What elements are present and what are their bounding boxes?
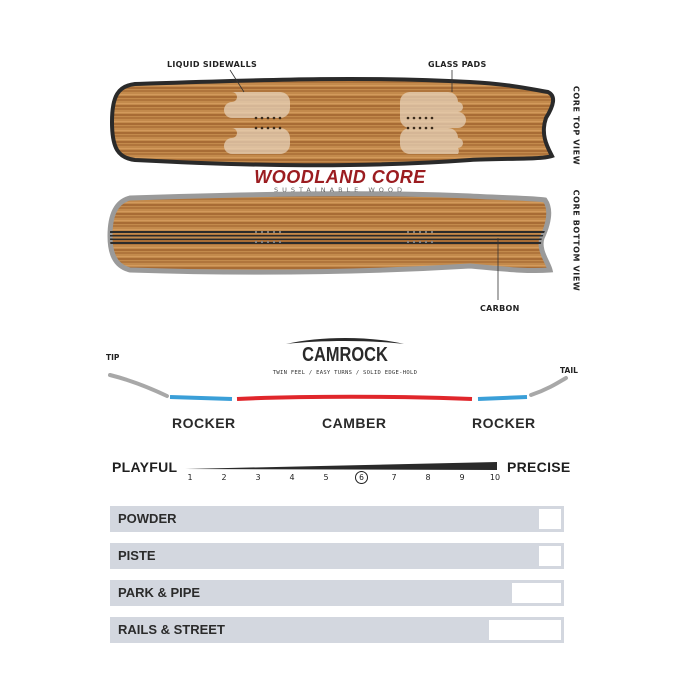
core-illustration xyxy=(107,69,555,300)
flex-tick: 1 xyxy=(187,473,193,482)
core-bottom-view xyxy=(107,191,554,300)
profile-camber xyxy=(236,394,473,401)
flex-tick: 4 xyxy=(289,473,295,482)
tip-label: TIP xyxy=(106,353,120,362)
terrain-label: PISTE xyxy=(118,548,156,563)
terrain-bar-remainder xyxy=(539,546,561,566)
tail-label: TAIL xyxy=(560,366,578,375)
scale-playful-label: PLAYFUL xyxy=(112,459,178,475)
callout-glass-pads: GLASS PADS xyxy=(428,60,487,69)
insert-holes xyxy=(254,116,434,130)
profile-rocker-tail xyxy=(477,395,528,401)
flex-tick: 5 xyxy=(323,473,329,482)
profile-tip xyxy=(108,373,169,398)
flex-tick: 10 xyxy=(489,473,501,482)
profile-tail xyxy=(529,376,568,397)
core-top-view xyxy=(109,69,555,168)
scale-precise-label: PRECISE xyxy=(507,459,571,475)
terrain-bar: PARK & PIPE xyxy=(110,580,564,606)
camber-profile xyxy=(108,373,568,401)
profile-name: CAMROCK xyxy=(302,344,388,366)
terrain-bar: RAILS & STREET xyxy=(110,617,564,643)
woodland-core-logo: WOODLAND CORE SUSTAINABLE WOOD xyxy=(240,168,440,194)
flex-tick: 9 xyxy=(459,473,465,482)
terrain-bar: PISTE xyxy=(110,543,564,569)
terrain-label: RAILS & STREET xyxy=(118,622,225,637)
segment-rocker-tip: ROCKER xyxy=(172,415,236,431)
flex-tick: 7 xyxy=(391,473,397,482)
segment-camber: CAMBER xyxy=(322,415,387,431)
core-subtitle: SUSTAINABLE WOOD xyxy=(273,186,407,194)
callout-liquid-sidewalls: LIQUID SIDEWALLS xyxy=(167,60,258,69)
callout-carbon: CARBON xyxy=(480,304,520,313)
terrain-label: PARK & PIPE xyxy=(118,585,201,600)
flex-tick: 8 xyxy=(425,473,431,482)
flex-wedge xyxy=(185,462,497,470)
flex-tick: 2 xyxy=(221,473,227,482)
terrain-bar: POWDER xyxy=(110,506,564,532)
terrain-bar-remainder xyxy=(489,620,561,640)
segment-rocker-tail: ROCKER xyxy=(472,415,536,431)
profile-mark xyxy=(286,338,404,344)
profile-rocker-tip xyxy=(169,395,233,401)
carbon-stringer xyxy=(110,231,550,244)
glass-pads xyxy=(224,92,466,154)
terrain-bar-remainder xyxy=(512,583,561,603)
terrain-label: POWDER xyxy=(118,511,177,526)
flex-tick-selected: 6 xyxy=(355,471,368,484)
terrain-bar-remainder xyxy=(539,509,561,529)
profile-tagline: TWIN FEEL / EASY TURNS / SOLID EDGE-HOLD xyxy=(272,370,418,376)
core-title: WOODLAND CORE xyxy=(254,167,426,187)
flex-tick: 3 xyxy=(255,473,261,482)
